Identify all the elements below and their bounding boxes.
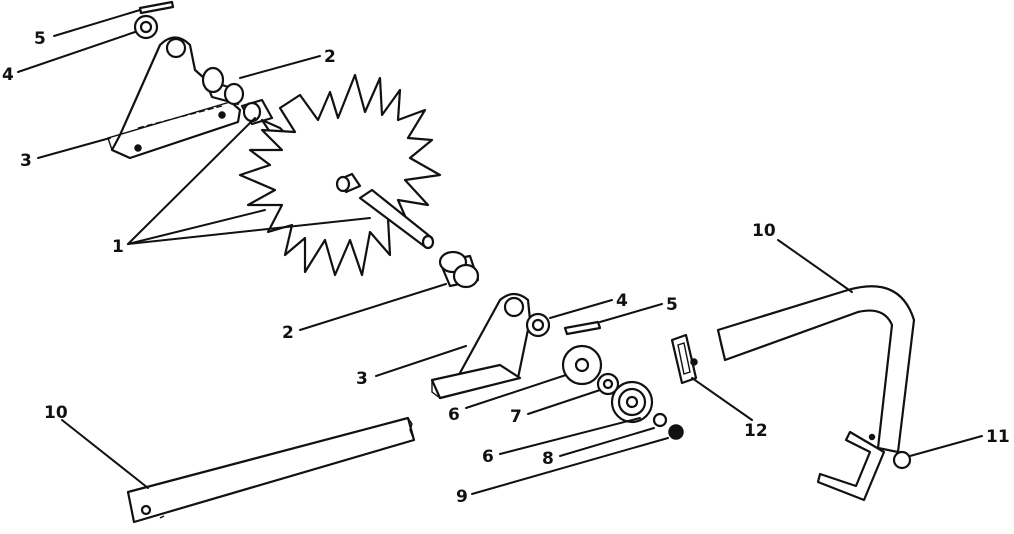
leader-lines xyxy=(17,9,983,495)
callout-9: 9 xyxy=(456,487,468,507)
upper-bushing xyxy=(201,66,245,106)
callout-3-lower: 3 xyxy=(356,369,368,389)
link-12 xyxy=(670,333,698,385)
idler-disc-6b xyxy=(610,380,654,424)
washer-8 xyxy=(652,412,668,428)
upper-mounting-bracket xyxy=(107,36,242,160)
handle-10-right xyxy=(716,285,916,502)
lower-bushing xyxy=(438,250,480,289)
nut-11 xyxy=(892,450,912,470)
callout-11: 11 xyxy=(986,427,1010,447)
lower-cotter-pin xyxy=(563,320,602,336)
upper-washer xyxy=(133,14,159,40)
callout-4-upper: 4 xyxy=(2,65,14,85)
nut-9 xyxy=(668,424,684,440)
callout-4-lower: 4 xyxy=(616,291,628,311)
star-wheel xyxy=(238,73,442,277)
callout-10-right: 10 xyxy=(752,221,776,241)
callout-3-upper: 3 xyxy=(20,151,32,171)
upper-cotter-pin xyxy=(138,0,175,15)
callout-labels: 5 4 2 3 1 2 4 5 3 6 7 6 8 9 12 10 10 11 xyxy=(2,29,1010,507)
callout-7: 7 xyxy=(510,407,522,427)
callout-1: 1 xyxy=(112,237,124,257)
callout-2-lower: 2 xyxy=(282,323,294,343)
callout-6-first: 6 xyxy=(448,405,460,425)
idler-disc-6a xyxy=(561,344,603,386)
callout-2-upper: 2 xyxy=(324,47,336,67)
spacer-7 xyxy=(596,372,620,396)
handle-10-bar xyxy=(126,416,416,524)
callout-6-second: 6 xyxy=(482,447,494,467)
callout-5-upper: 5 xyxy=(34,29,46,49)
callout-10-bar: 10 xyxy=(44,403,68,423)
lower-washer xyxy=(525,312,551,338)
callout-8: 8 xyxy=(542,449,554,469)
callout-12: 12 xyxy=(744,421,768,441)
lower-mounting-bracket xyxy=(430,292,532,400)
callout-5-lower: 5 xyxy=(666,295,678,315)
